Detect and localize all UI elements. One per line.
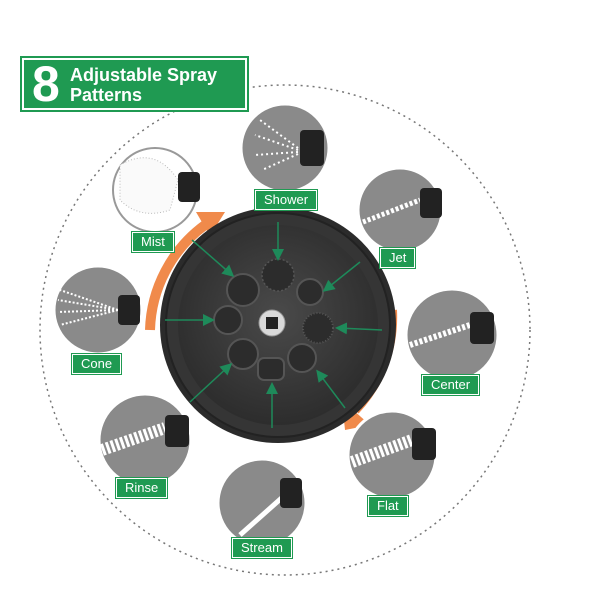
jet-bubble bbox=[356, 166, 444, 254]
label-stream: Stream bbox=[232, 538, 292, 558]
pointer-lines bbox=[165, 222, 383, 428]
flat-bubble bbox=[346, 409, 438, 501]
label-center: Center bbox=[422, 375, 480, 395]
dial-center-hole bbox=[302, 312, 334, 344]
label-jet: Jet bbox=[380, 248, 416, 268]
dial-cone-hole bbox=[213, 305, 243, 335]
stream-bubble bbox=[216, 457, 308, 549]
mist-bubble bbox=[112, 147, 200, 233]
dial-stream-hole bbox=[257, 357, 285, 381]
dial-jet-hole bbox=[296, 278, 324, 306]
rotation-arrow-left bbox=[145, 212, 225, 331]
dial-mist-hole bbox=[226, 273, 260, 307]
label-shower: Shower bbox=[255, 190, 318, 210]
pattern-count: 8 bbox=[32, 56, 60, 112]
label-rinse: Rinse bbox=[116, 478, 168, 498]
dial-rinse-hole bbox=[227, 338, 259, 370]
dial-flat-hole bbox=[287, 343, 317, 373]
rinse-bubble bbox=[97, 392, 193, 488]
heading-banner: 8 Adjustable Spray Patterns bbox=[20, 56, 249, 112]
heading-text: Adjustable Spray Patterns bbox=[70, 65, 218, 105]
dotted-orbit bbox=[39, 84, 531, 576]
center-bubble bbox=[404, 287, 500, 383]
cone-bubble bbox=[52, 264, 144, 356]
label-cone: Cone bbox=[72, 354, 122, 374]
shower-bubble bbox=[239, 102, 331, 194]
dial-shower-hole bbox=[261, 258, 295, 292]
label-mist: Mist bbox=[132, 232, 174, 252]
label-flat: Flat bbox=[368, 496, 408, 516]
